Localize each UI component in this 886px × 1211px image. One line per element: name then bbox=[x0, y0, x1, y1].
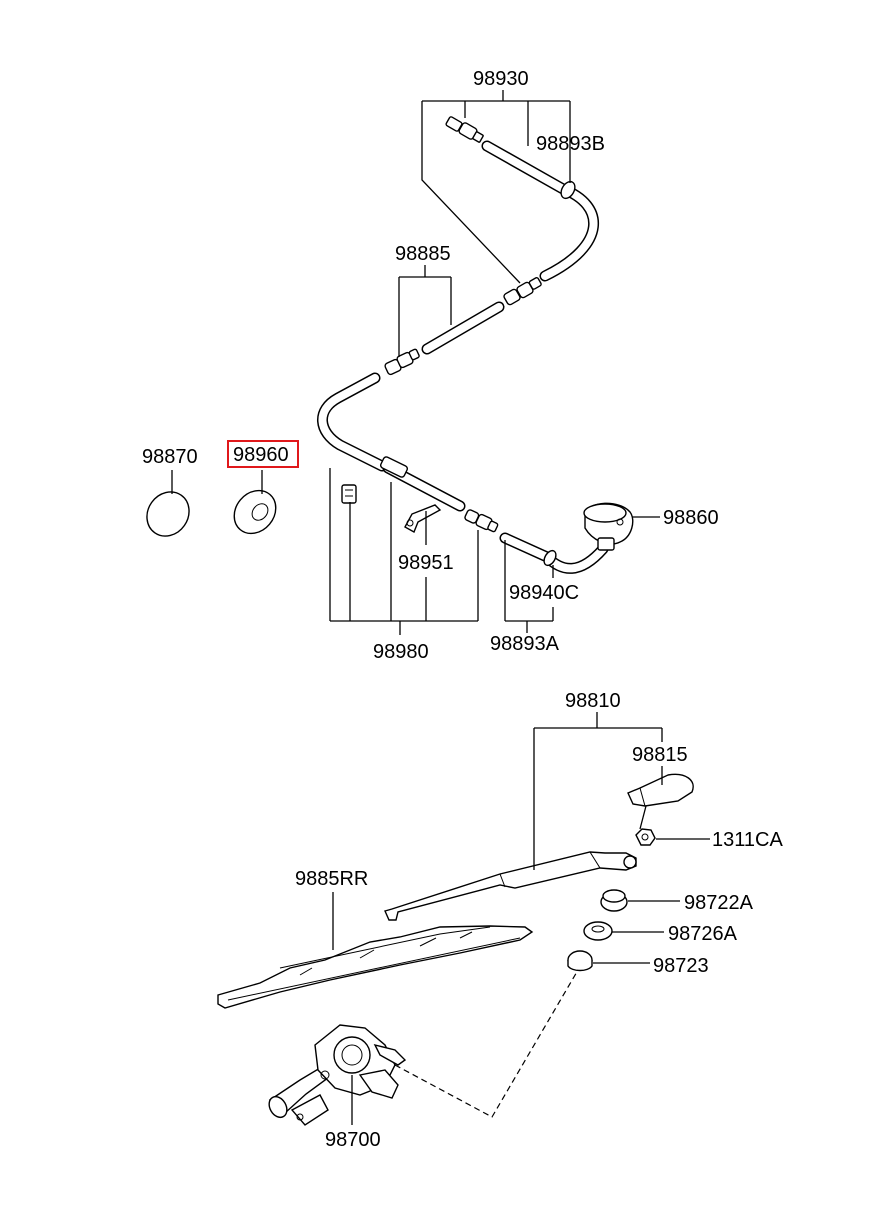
label-9885RR[interactable]: 9885RR bbox=[295, 868, 368, 890]
wiper-arm-98810 bbox=[384, 851, 637, 921]
label-98810[interactable]: 98810 bbox=[565, 690, 621, 712]
label-98960[interactable]: 98960 bbox=[233, 444, 289, 466]
leader-lines-lower bbox=[332, 712, 710, 1125]
clip-98951 bbox=[404, 504, 442, 533]
label-98815[interactable]: 98815 bbox=[632, 744, 688, 766]
highlight-box-98960 bbox=[227, 440, 299, 468]
cap-98723 bbox=[567, 950, 593, 972]
label-98980[interactable]: 98980 bbox=[373, 641, 429, 663]
label-98951[interactable]: 98951 bbox=[398, 552, 454, 574]
nut-98726A bbox=[583, 921, 613, 941]
label-98885[interactable]: 98885 bbox=[395, 243, 451, 265]
leader-lines-upper bbox=[171, 90, 660, 635]
label-1311CA[interactable]: 1311CA bbox=[712, 829, 783, 851]
label-98870[interactable]: 98870 bbox=[142, 446, 198, 468]
label-98940C[interactable]: 98940C bbox=[509, 582, 579, 604]
connector-98893A bbox=[464, 509, 499, 533]
label-98722A[interactable]: 98722A bbox=[684, 892, 754, 914]
hose-98885 bbox=[421, 301, 505, 355]
connector-middle bbox=[503, 277, 542, 306]
arm-cover-98815 bbox=[627, 773, 694, 807]
cap-98870 bbox=[146, 491, 190, 537]
connector-98885 bbox=[384, 348, 420, 376]
hose-98940C bbox=[499, 532, 609, 574]
label-98723[interactable]: 98723 bbox=[653, 955, 709, 977]
label-98700[interactable]: 98700 bbox=[325, 1129, 381, 1151]
label-98860[interactable]: 98860 bbox=[663, 507, 719, 529]
label-98893B[interactable]: 98893B bbox=[536, 133, 605, 155]
washer-98722A bbox=[600, 889, 628, 912]
wiper-blade-9885RR bbox=[217, 925, 534, 1009]
wiper-motor-98700 bbox=[268, 1024, 407, 1126]
label-98893A[interactable]: 98893A bbox=[490, 633, 560, 655]
hose-lower-98980 bbox=[317, 372, 466, 512]
label-98726A[interactable]: 98726A bbox=[668, 923, 738, 945]
hose-upper-98893B bbox=[481, 140, 600, 282]
grommet-98960 bbox=[233, 489, 277, 535]
label-98930[interactable]: 98930 bbox=[473, 68, 529, 90]
dashed-leader bbox=[394, 969, 579, 1118]
washer-nozzle-98860 bbox=[583, 502, 634, 551]
clip-98980 bbox=[341, 484, 357, 504]
connector-top bbox=[445, 116, 484, 143]
nut-1311CA bbox=[635, 828, 656, 846]
